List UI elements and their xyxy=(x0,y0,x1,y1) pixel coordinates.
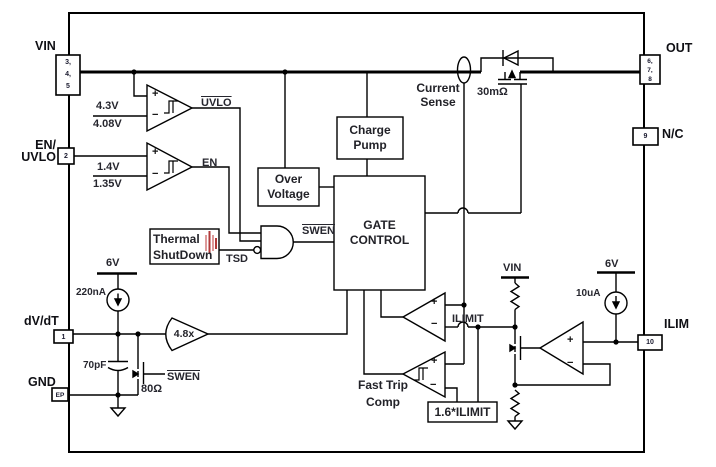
gate-drive-wire xyxy=(425,207,521,214)
uvlo-rising-threshold: 4.3V xyxy=(96,100,119,112)
en-signal-label: EN xyxy=(202,157,218,169)
junction-dots xyxy=(115,69,619,398)
uvlo-falling-threshold: 4.08V xyxy=(93,118,122,130)
uvlo-comp-minus: − xyxy=(152,109,159,121)
pin-number-vin: 3,4,5 xyxy=(65,59,71,90)
ilim-current-value: 10uA xyxy=(576,288,601,299)
fast-trip-ref-box xyxy=(427,327,498,423)
right-supply-value: 6V xyxy=(605,258,619,270)
dvdt-capacitor xyxy=(107,334,129,418)
ilim-amp-minus: − xyxy=(567,357,574,369)
body-diode xyxy=(480,49,554,72)
cap-value: 70pF xyxy=(83,360,107,371)
pin-number-gnd: EP xyxy=(55,392,65,399)
en-comparator xyxy=(74,141,261,234)
swen-signal-label: SWEN xyxy=(302,225,335,237)
pin-label-ilim: ILIM xyxy=(664,317,689,331)
gate-control-box xyxy=(333,175,426,291)
pin-label-uvlo: UVLO xyxy=(21,150,56,164)
power-mosfet-icon xyxy=(498,69,527,213)
dvdt-current-source xyxy=(97,272,137,334)
fast-trip-comp-minus: − xyxy=(430,379,437,391)
pin-number-en-uvlo: 2 xyxy=(64,153,68,160)
ilimit-divider xyxy=(501,276,529,327)
thermometer-icon xyxy=(205,231,217,253)
rdson-value: 30mΩ xyxy=(477,86,508,98)
gain-value: 4.8x xyxy=(173,327,195,340)
pin-label-gnd: GND xyxy=(28,375,56,389)
thermal-shutdown-box xyxy=(149,228,220,265)
pin-label-nc: N/C xyxy=(662,127,684,141)
ilim-amplifier xyxy=(515,320,638,386)
charge-pump-box xyxy=(336,72,404,176)
en-comp-minus: − xyxy=(152,168,159,180)
discharge-mosfet-icon xyxy=(132,334,165,395)
discharge-res-value: 80Ω xyxy=(141,383,163,395)
en-rising-threshold: 1.4V xyxy=(97,161,120,173)
pin-boxes xyxy=(51,54,663,402)
slew-amplifier xyxy=(165,290,348,352)
dvdt-current-value: 220nA xyxy=(76,287,107,298)
ilim-mosfet-icon xyxy=(509,327,540,385)
swen-fet-label: SWEN xyxy=(167,371,200,383)
en-falling-threshold: 1.35V xyxy=(93,178,122,190)
left-supply-value: 6V xyxy=(106,257,120,269)
fast-trip-comp-plus: + xyxy=(431,355,438,367)
pin-label-out: OUT xyxy=(666,41,693,55)
ilimit-comp-plus: + xyxy=(431,296,438,308)
pin-number-out: 6,7,8 xyxy=(647,58,653,83)
ilimit-signal-label: ILIMIT xyxy=(452,313,484,325)
en-comp-plus: + xyxy=(152,146,159,158)
pin-label-en-uvlo: EN/UVLO xyxy=(4,138,56,164)
uvlo-comparator xyxy=(93,72,261,242)
ilim-current-source xyxy=(597,271,635,342)
vin-rail-label: VIN xyxy=(503,262,522,274)
uvlo-signal-label: UVLO xyxy=(201,97,232,109)
ic-boundary xyxy=(68,12,645,453)
pin-number-ilim: 10 xyxy=(646,339,654,346)
current-sense-icon xyxy=(445,56,472,365)
pin-label-dvdt: dV/dT xyxy=(24,314,59,328)
fast-trip-comparator xyxy=(363,290,458,402)
swen-and-gate xyxy=(219,225,334,260)
ilim-amp-plus: + xyxy=(567,334,574,346)
uvlo-comp-plus: + xyxy=(152,88,159,100)
pin-label-vin: VIN xyxy=(35,39,56,53)
ilim-bottom-resistor xyxy=(506,389,524,431)
pin-number-nc: 9 xyxy=(643,133,648,140)
fast-trip-ref-label: 1.6*ILIMIT xyxy=(434,404,491,419)
ilimit-comp-minus: − xyxy=(431,318,438,330)
pin-number-dvdt: 1 xyxy=(61,334,66,341)
tsd-signal-label: TSD xyxy=(226,253,248,265)
current-limit-comparator xyxy=(380,290,515,343)
over-voltage-box xyxy=(257,72,334,207)
pin-label-en: EN/ xyxy=(35,138,56,152)
